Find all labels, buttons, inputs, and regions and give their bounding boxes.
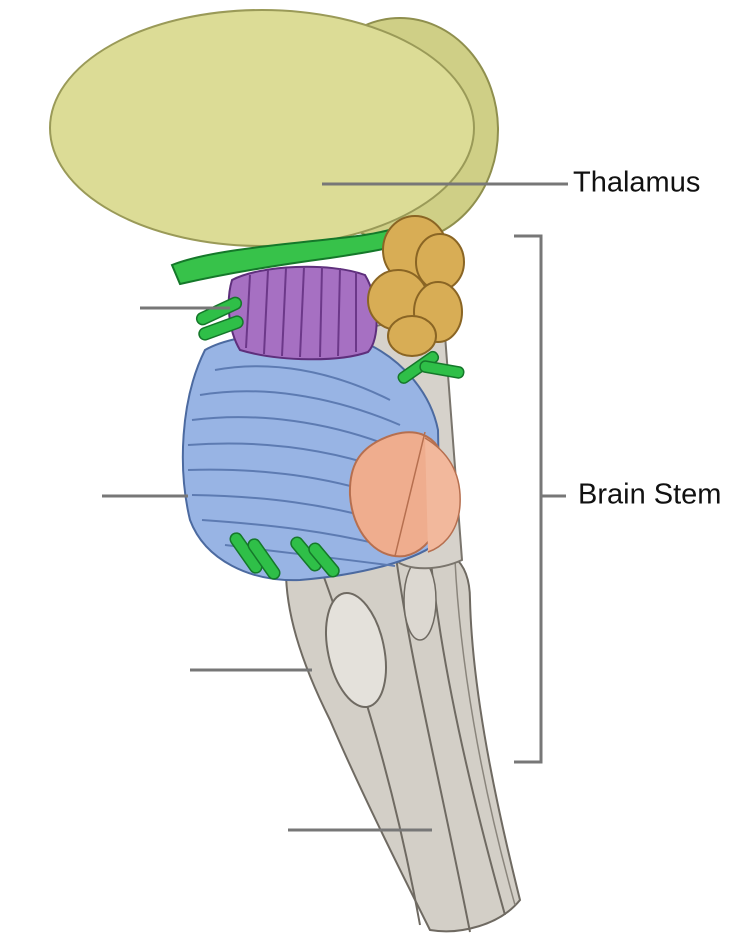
medulla-oblongata	[286, 547, 520, 932]
thalamus	[50, 10, 498, 246]
midbrain	[229, 267, 377, 359]
thalamus-label: Thalamus	[573, 167, 700, 199]
brain-stem-bracket	[514, 236, 566, 762]
brain-stem-label: Brain Stem	[578, 479, 721, 511]
